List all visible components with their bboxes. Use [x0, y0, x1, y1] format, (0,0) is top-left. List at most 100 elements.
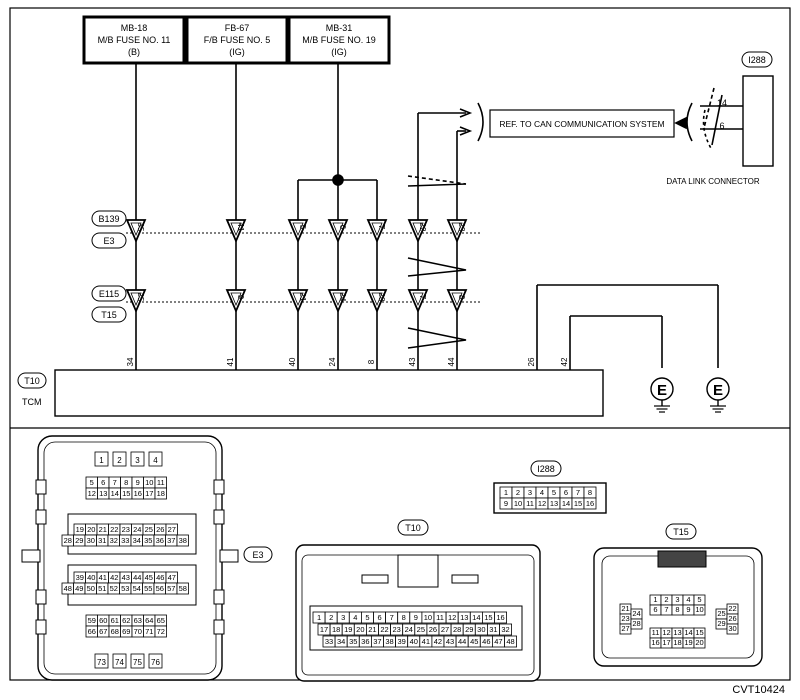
e3-latch — [21, 549, 41, 563]
e3-pin-number: 24 — [133, 525, 141, 534]
e3-cell — [130, 653, 145, 669]
e3-pin-number: 28 — [64, 536, 72, 545]
e3-pin-number: 21 — [99, 525, 107, 534]
i288-pin-number: 14 — [562, 499, 570, 508]
twisted-indicator — [703, 87, 715, 129]
t10-pin-number: 10 — [424, 613, 432, 622]
e115-label: E115 — [91, 285, 127, 302]
t10-pin-number: 16 — [496, 613, 504, 622]
e3-pin-number: 37 — [167, 536, 175, 545]
t10-pin-number: 23 — [392, 625, 400, 634]
t15-pin-number: 20 — [695, 638, 703, 647]
t10-cell — [504, 635, 518, 648]
t15-cell — [693, 637, 706, 649]
e3-pin-number: 40 — [87, 573, 95, 582]
i288-pin-number: 16 — [586, 499, 594, 508]
connector-labels: B139 E3 E115 T15 T10 I288 — [17, 51, 773, 389]
twisted-indicator — [711, 94, 723, 146]
e3-pin-number: 66 — [88, 627, 96, 636]
t15-pin-number: 4 — [686, 595, 690, 604]
t10-label: T10 — [17, 372, 47, 389]
e3-pin-number: 10 — [145, 478, 153, 487]
tcm-pin-number: 26 — [527, 357, 536, 366]
e3-cell — [176, 582, 189, 595]
i288-pin-number: 12 — [538, 499, 546, 508]
e3-pin-number: 14 — [111, 489, 119, 498]
can-reference-box — [489, 109, 675, 138]
t10-pin-number: 43 — [446, 637, 454, 646]
e3-pin-number: 42 — [110, 573, 118, 582]
t15-face-label: T15 — [665, 523, 697, 540]
t10-pin-number: 40 — [410, 637, 418, 646]
e3-pin-number: 2 — [117, 456, 122, 465]
t10-pin-number: 14 — [472, 613, 480, 622]
t10-pin-number: 38 — [385, 637, 393, 646]
i288-pin-number: 9 — [504, 499, 508, 508]
i288-pin-number: 5 — [552, 488, 556, 497]
t15-pin-number: 26 — [728, 614, 736, 623]
i288-pin-number: 6 — [564, 488, 568, 497]
t10-pin-number: 20 — [356, 625, 364, 634]
t15-pin-number: 13 — [673, 628, 681, 637]
e3-pin-number: 23 — [122, 525, 130, 534]
t15-pin-number: 14 — [684, 628, 692, 637]
t15-pin-number: 24 — [632, 609, 640, 618]
connector-pin-number: 8 — [457, 295, 466, 300]
t10-pin-number: 37 — [373, 637, 381, 646]
connector-pin-number: 9 — [236, 295, 245, 300]
e3-cell — [154, 487, 167, 500]
t15-pin-number: 6 — [653, 605, 657, 614]
t15-pin-number: 5 — [697, 595, 701, 604]
t15-pin-number: 22 — [728, 604, 736, 613]
fuse-supply: (B) — [128, 47, 140, 57]
e3-pin-number: 8 — [124, 478, 128, 487]
e3-pin-number: 52 — [110, 584, 118, 593]
connector-pin-triangle — [446, 219, 468, 244]
e3-pin-number: 70 — [134, 627, 142, 636]
connector-pin-triangle-inner — [371, 222, 383, 237]
t10-pin-number: 34 — [337, 637, 345, 646]
connector-pin-number: 6 — [338, 225, 347, 230]
connector-pin-triangle — [225, 289, 247, 314]
e3-pin-number: 55 — [144, 584, 152, 593]
t10-pin-number: 1 — [317, 613, 321, 622]
t10-pin-number: 21 — [368, 625, 376, 634]
t10-pin-number: 6 — [377, 613, 381, 622]
e3-pin-number: 11 — [157, 478, 165, 487]
i288-face-text: I288 — [537, 464, 555, 474]
connector-pin-triangle — [366, 289, 388, 314]
fuse-supply: (IG) — [229, 47, 245, 57]
i288-pin-number: 3 — [528, 488, 532, 497]
t15-pin-number: 23 — [621, 614, 629, 623]
t10-pin-number: 15 — [484, 613, 492, 622]
e3-pin-number: 46 — [156, 573, 164, 582]
fuse-name: F/B FUSE NO. 5 — [204, 35, 271, 45]
tcm-pin-number: 40 — [288, 357, 297, 366]
t10-pin-number: 32 — [501, 625, 509, 634]
twisted-indicator — [407, 175, 467, 185]
bracket — [477, 102, 484, 142]
connector-pin-number: 21 — [298, 293, 307, 302]
e3-pin-number: 12 — [88, 489, 96, 498]
e3-face-text: E3 — [252, 550, 263, 560]
e3-side-tab — [213, 479, 225, 495]
e3-pin-number: 39 — [76, 573, 84, 582]
e3-side-tab — [213, 619, 225, 635]
fuse-box-1 — [82, 15, 186, 65]
i288-pin-number: 10 — [514, 499, 522, 508]
e3-pin-number: 67 — [99, 627, 107, 636]
t15-pin-number: 12 — [662, 628, 670, 637]
t15-cell — [630, 618, 643, 630]
dlc-pin-6: 6 — [719, 121, 724, 131]
e3-pin-number: 61 — [111, 616, 119, 625]
dlc-label: DATA LINK CONNECTOR — [666, 177, 760, 186]
tcm-pin-number: 34 — [126, 357, 135, 366]
e3-pin-number: 35 — [144, 536, 152, 545]
connector-pin-triangle — [287, 289, 309, 314]
connector-pin-number: 23 — [457, 223, 466, 232]
t15-cell — [693, 604, 706, 616]
t10-pin-number: 19 — [344, 625, 352, 634]
